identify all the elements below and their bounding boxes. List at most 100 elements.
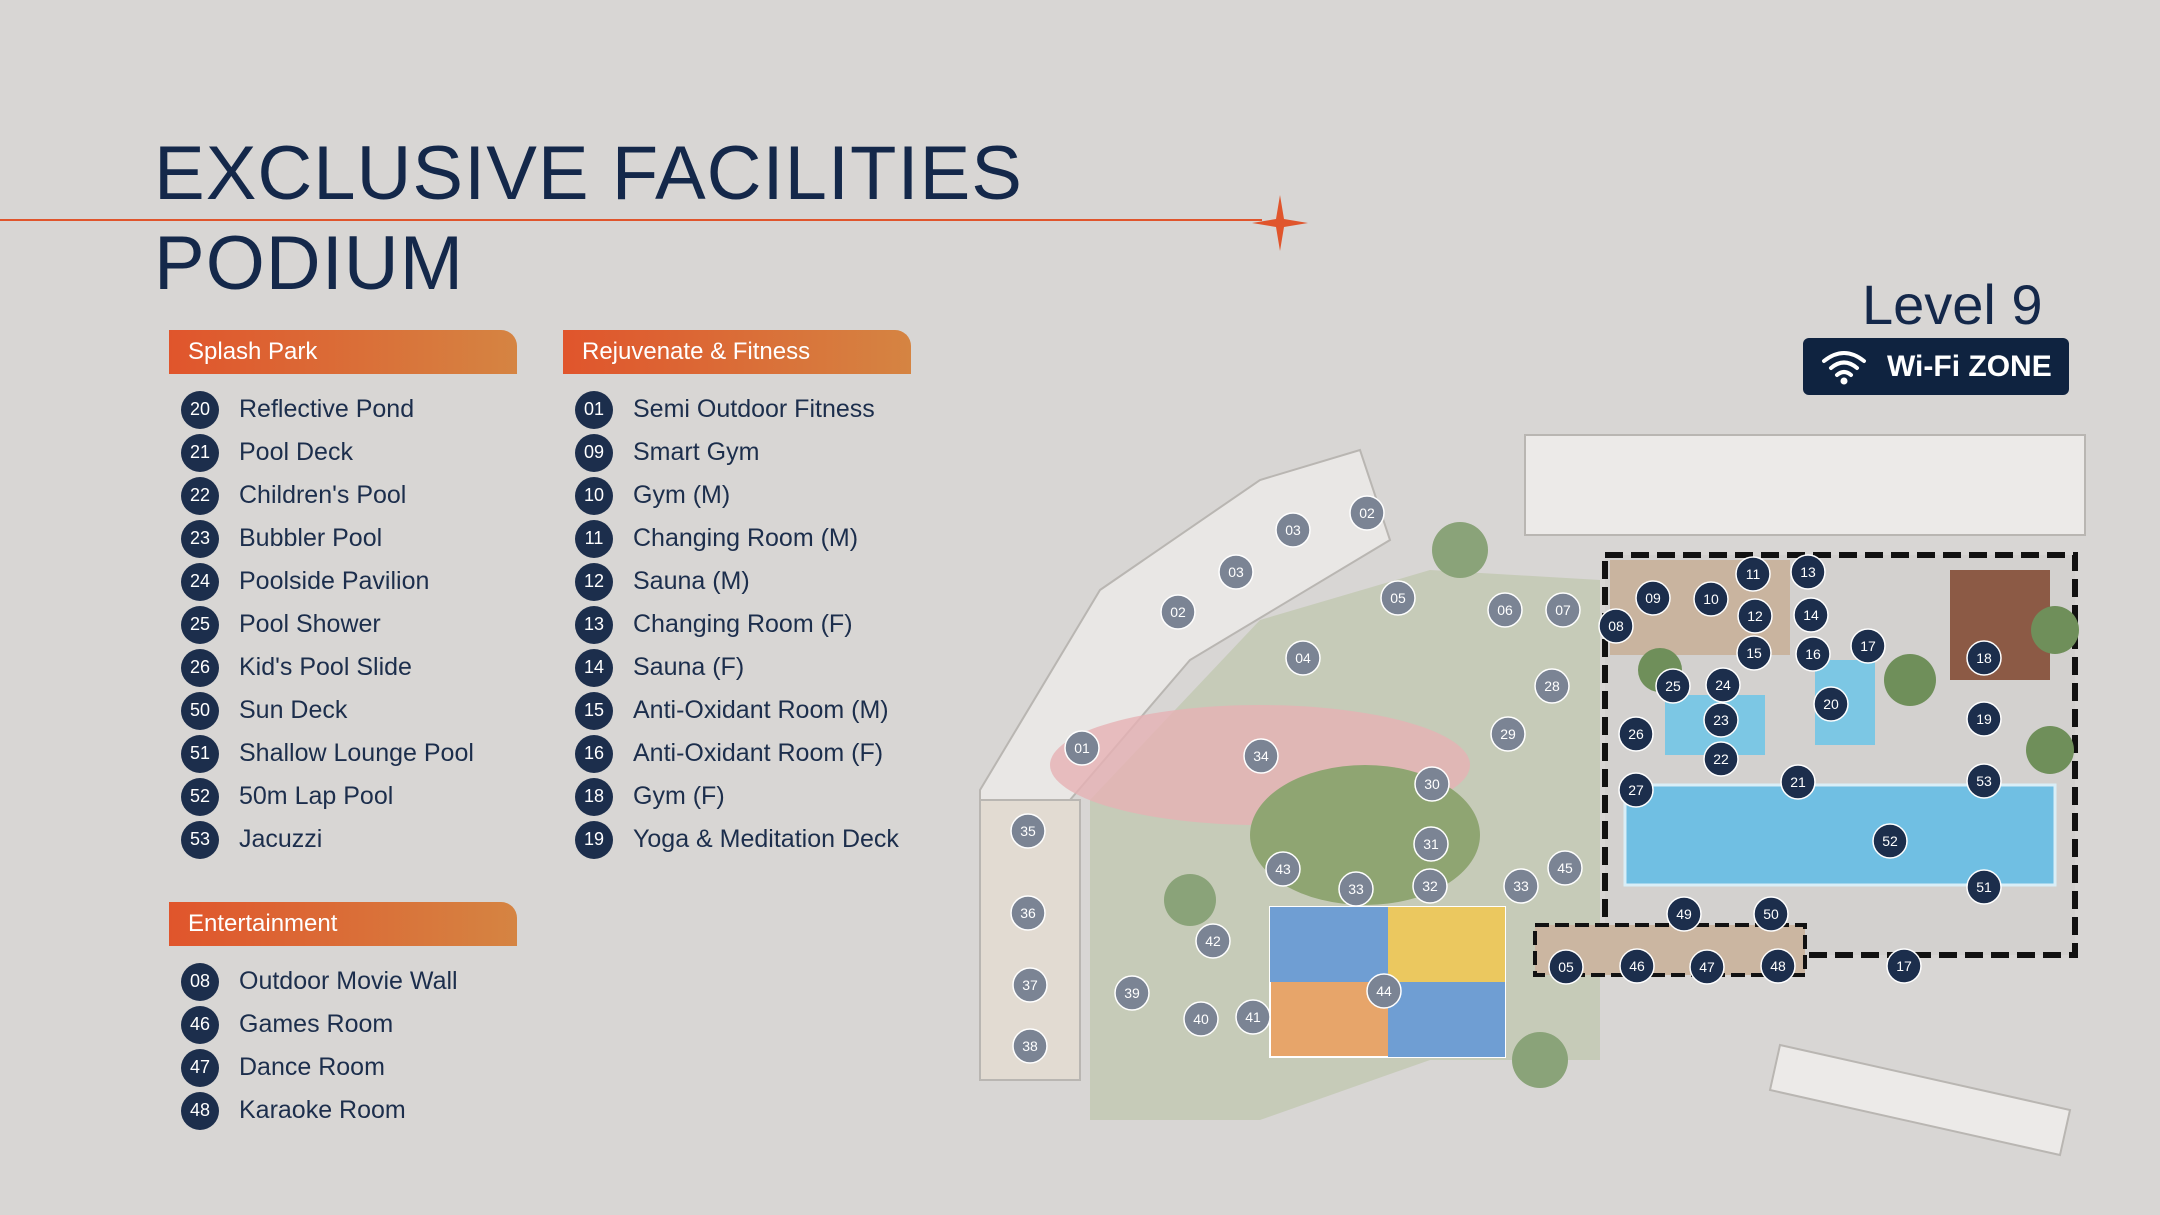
- number-badge: 46: [181, 1005, 219, 1044]
- list-item: 51 Shallow Lounge Pool: [169, 732, 517, 775]
- map-marker-dot: [1795, 636, 1831, 672]
- map-marker-dot: [1736, 635, 1772, 671]
- map-marker-label: 09: [1645, 590, 1661, 606]
- map-marker: 04: [1285, 640, 1321, 676]
- map-marker-dot: [1285, 640, 1321, 676]
- map-marker-dot: [1618, 716, 1654, 752]
- page-title-line2: PODIUM: [154, 221, 464, 306]
- map-marker-label: 02: [1359, 505, 1375, 521]
- map-marker: 23: [1703, 702, 1739, 738]
- tree: [1432, 522, 1488, 578]
- number-badge: 12: [575, 562, 613, 601]
- map-marker-dot: [1793, 597, 1829, 633]
- map-marker-dot: [1366, 973, 1402, 1009]
- map-marker-dot: [1490, 716, 1526, 752]
- map-marker-label: 30: [1424, 776, 1440, 792]
- map-marker: 29: [1490, 716, 1526, 752]
- number-badge: 23: [181, 519, 219, 558]
- map-marker-dot: [1195, 923, 1231, 959]
- map-marker: 22: [1703, 741, 1739, 777]
- map-marker-dot: [1547, 850, 1583, 886]
- map-marker-label: 27: [1628, 782, 1644, 798]
- map-marker-label: 20: [1823, 696, 1839, 712]
- court-zone-left: [1270, 907, 1388, 982]
- number-badge: 15: [575, 691, 613, 730]
- facility-label: Bubbler Pool: [239, 524, 383, 552]
- map-marker-label: 35: [1020, 823, 1036, 839]
- map-marker: 50: [1753, 896, 1789, 932]
- map-marker-label: 13: [1800, 564, 1816, 580]
- map-marker-dot: [1780, 764, 1816, 800]
- map-marker-label: 19: [1976, 711, 1992, 727]
- tree: [2026, 726, 2074, 774]
- section-header: Entertainment: [169, 902, 517, 946]
- list-item: 23 Bubbler Pool: [169, 517, 517, 560]
- tree: [1884, 654, 1936, 706]
- number-badge: 10: [575, 476, 613, 515]
- map-marker-label: 38: [1022, 1038, 1038, 1054]
- facility-label: Yoga & Meditation Deck: [633, 825, 899, 853]
- map-marker-dot: [1966, 869, 2002, 905]
- map-marker-dot: [1703, 702, 1739, 738]
- map-marker-dot: [1380, 580, 1416, 616]
- map-marker-label: 53: [1976, 773, 1992, 789]
- tower-block-north: [1524, 434, 2086, 536]
- map-marker-label: 28: [1544, 678, 1560, 694]
- court-zone-yellow: [1388, 907, 1505, 982]
- map-marker-label: 49: [1676, 906, 1692, 922]
- number-badge: 48: [181, 1091, 219, 1130]
- map-marker: 25: [1655, 668, 1691, 704]
- map-marker: 14: [1793, 597, 1829, 633]
- map-marker-dot: [1349, 495, 1385, 531]
- map-marker-dot: [1850, 628, 1886, 664]
- map-marker-label: 32: [1422, 878, 1438, 894]
- map-marker-label: 41: [1245, 1009, 1261, 1025]
- facility-label: Changing Room (M): [633, 524, 859, 552]
- map-marker-label: 17: [1860, 638, 1876, 654]
- lap-pool: [1623, 783, 2057, 887]
- map-marker-label: 44: [1376, 983, 1392, 999]
- map-marker: 08: [1598, 608, 1634, 644]
- map-marker-label: 50: [1763, 906, 1779, 922]
- map-marker: 01: [1064, 730, 1100, 766]
- facility-label: Pool Deck: [239, 438, 353, 466]
- map-marker: 10: [1693, 581, 1729, 617]
- number-badge: 24: [181, 562, 219, 601]
- number-badge: 09: [575, 433, 613, 472]
- number-badge: 16: [575, 734, 613, 773]
- map-marker-dot: [1966, 701, 2002, 737]
- map-marker-dot: [1243, 738, 1279, 774]
- map-marker-dot: [1705, 667, 1741, 703]
- map-marker: 17: [1886, 948, 1922, 984]
- map-marker: 46: [1619, 948, 1655, 984]
- number-badge: 47: [181, 1048, 219, 1087]
- map-marker-dot: [1689, 949, 1725, 985]
- map-marker-dot: [1235, 999, 1271, 1035]
- wifi-zone-label: Wi-Fi ZONE: [1887, 349, 2052, 383]
- map-marker-label: 04: [1295, 650, 1311, 666]
- court-zone-right: [1388, 982, 1505, 1057]
- map-marker: 49: [1666, 896, 1702, 932]
- number-badge: 51: [181, 734, 219, 773]
- number-badge: 01: [575, 390, 613, 429]
- map-marker-label: 31: [1423, 836, 1439, 852]
- map-marker: 11: [1735, 556, 1771, 592]
- map-marker-dot: [1160, 594, 1196, 630]
- map-marker: 30: [1414, 766, 1450, 802]
- facility-label: Shallow Lounge Pool: [239, 739, 474, 767]
- map-marker: 38: [1012, 1028, 1048, 1064]
- map-marker-dot: [1010, 895, 1046, 931]
- number-badge: 22: [181, 476, 219, 515]
- map-marker: 36: [1010, 895, 1046, 931]
- map-marker-dot: [1413, 826, 1449, 862]
- map-marker-dot: [1966, 640, 2002, 676]
